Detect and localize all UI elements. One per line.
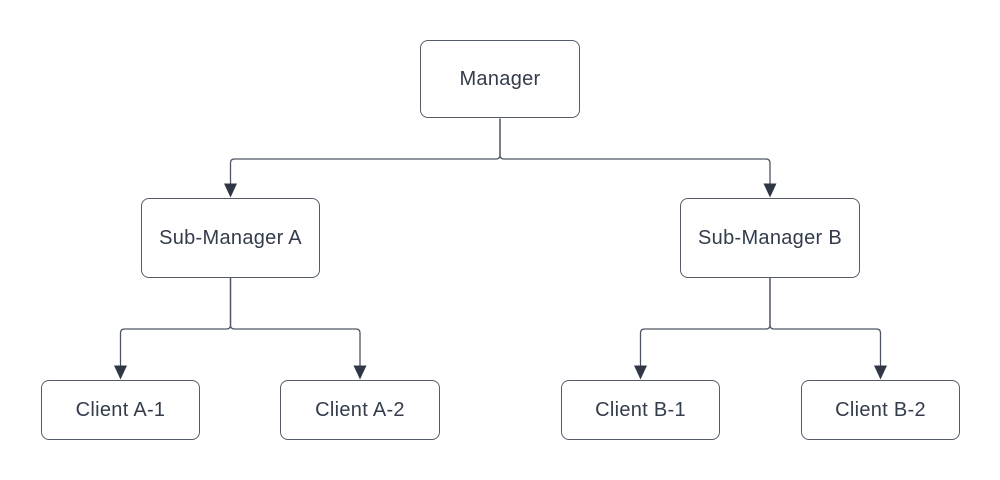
node-client-b1-label: Client B-1 <box>595 398 686 421</box>
arrowhead-down-icon <box>874 365 887 380</box>
connector-line <box>639 278 771 366</box>
node-client-b2: Client B-2 <box>801 380 960 440</box>
node-client-a2-label: Client A-2 <box>315 398 405 421</box>
node-client-b1: Client B-1 <box>561 380 720 440</box>
arrowhead-down-icon <box>114 365 127 380</box>
connector-sub-manager-b-to-client-b1 <box>634 278 771 380</box>
connector-sub-manager-b-to-client-b2 <box>769 278 887 380</box>
connector-manager-to-sub-manager-a <box>224 118 501 198</box>
connector-line <box>769 278 882 366</box>
connector-line <box>229 118 501 184</box>
arrowhead-down-icon <box>763 183 777 198</box>
connector-line <box>229 278 361 366</box>
arrowhead-down-icon <box>224 183 237 198</box>
node-sub-manager-a: Sub-Manager A <box>141 198 320 278</box>
arrowhead-down-icon <box>353 365 367 380</box>
arrowhead-down-icon <box>634 365 647 380</box>
connector-line <box>499 118 771 184</box>
node-client-a1: Client A-1 <box>41 380 200 440</box>
connector-manager-to-sub-manager-b <box>499 118 777 198</box>
node-sub-manager-b-label: Sub-Manager B <box>698 226 842 249</box>
node-manager: Manager <box>420 40 580 118</box>
node-sub-manager-b: Sub-Manager B <box>680 198 860 278</box>
connector-line <box>119 278 232 366</box>
node-sub-manager-a-label: Sub-Manager A <box>159 226 302 249</box>
connector-sub-manager-a-to-client-a2 <box>229 278 367 380</box>
node-client-a1-label: Client A-1 <box>75 398 166 421</box>
node-client-b2-label: Client B-2 <box>835 398 926 421</box>
node-client-a2: Client A-2 <box>280 380 440 440</box>
node-manager-label: Manager <box>459 67 541 90</box>
connector-sub-manager-a-to-client-a1 <box>114 278 232 380</box>
